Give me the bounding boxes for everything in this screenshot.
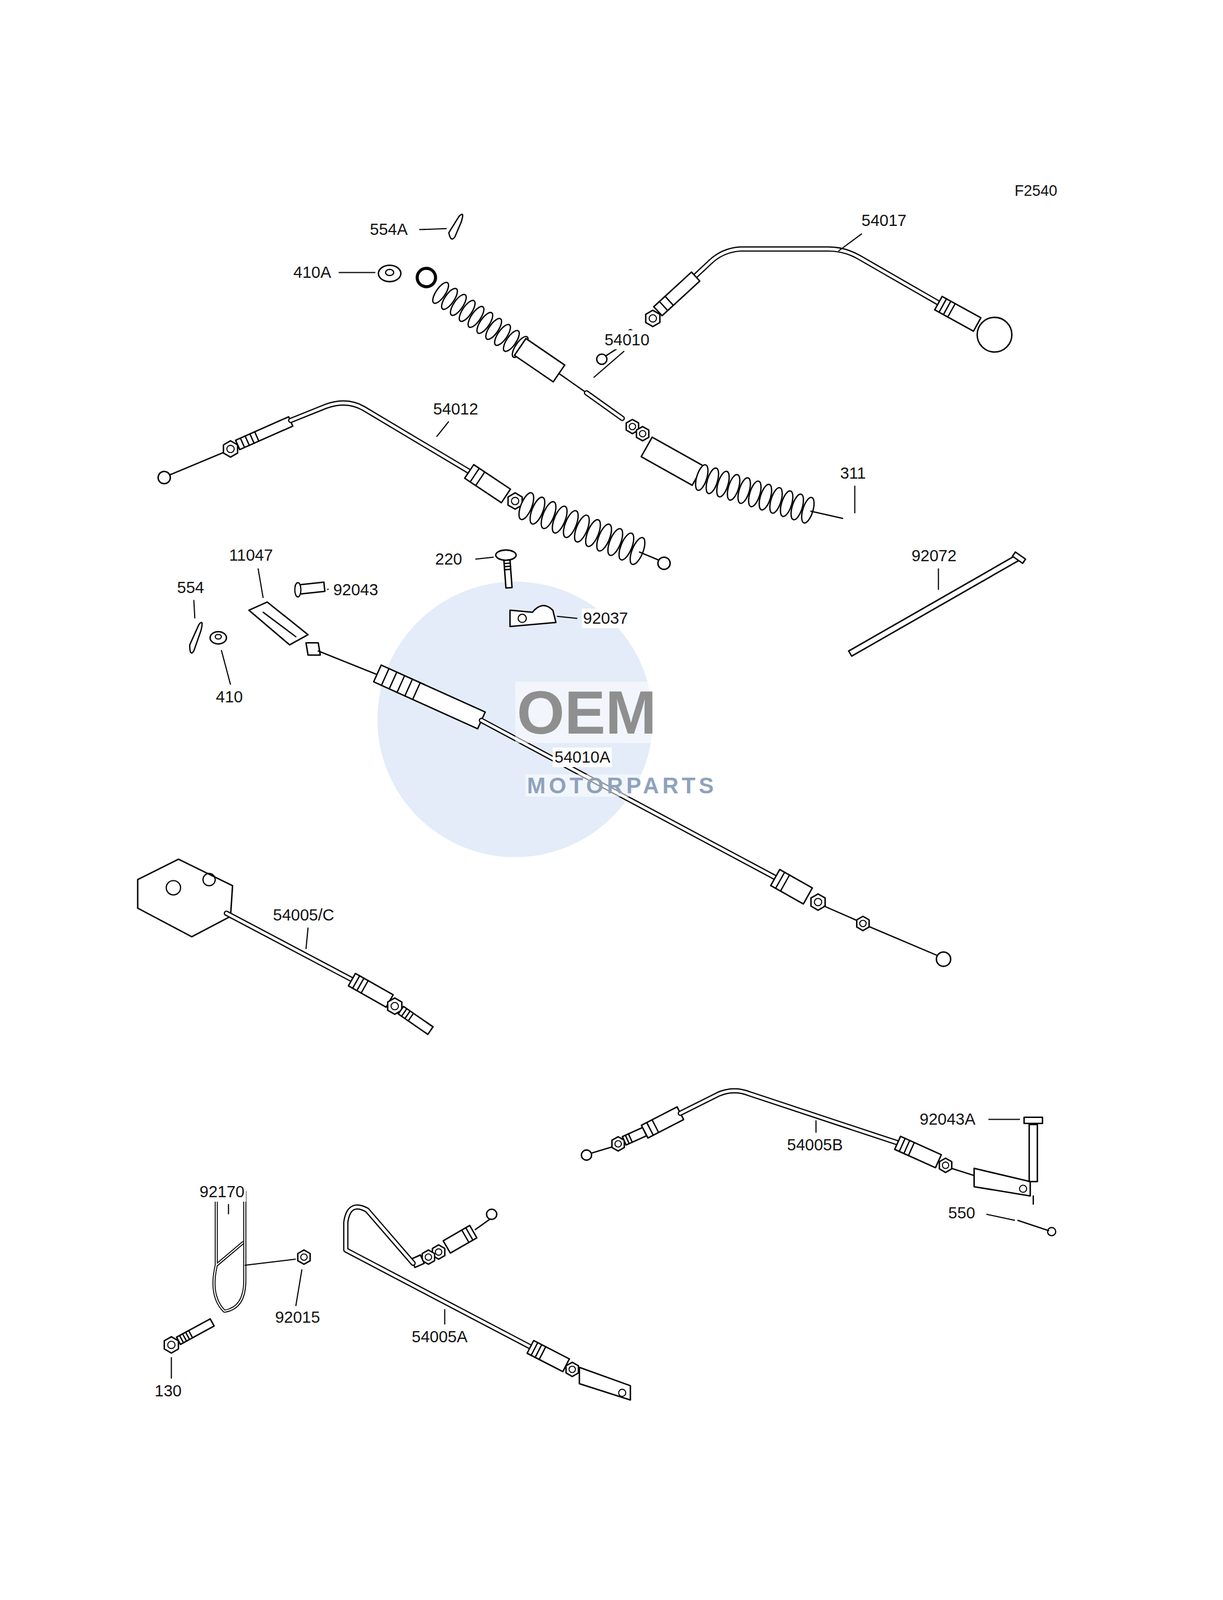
- callout-number: 410A: [291, 262, 333, 283]
- callout-number: 54005/C: [271, 905, 337, 925]
- leader-line: [593, 350, 625, 378]
- callout-number: 410: [214, 687, 245, 707]
- callout-number: 92015: [273, 1307, 322, 1327]
- callout-number: 54010: [602, 330, 652, 350]
- leader-line: [258, 568, 264, 598]
- leader-line: [436, 421, 449, 437]
- callout-number: 554A: [368, 219, 410, 240]
- leader-line: [419, 228, 447, 230]
- callout-number: 54005A: [409, 1326, 470, 1347]
- cable-drawing: [137, 214, 1056, 1400]
- callout-number: 54012: [431, 399, 481, 419]
- callout-number: 220: [433, 549, 464, 569]
- leader-line: [221, 649, 231, 685]
- leader-line: [228, 1203, 230, 1214]
- leader-line: [327, 588, 329, 590]
- leader-line: [557, 616, 578, 619]
- leader-line: [986, 1214, 1015, 1221]
- leader-line: [170, 1356, 172, 1379]
- callout-number: 11047: [227, 545, 275, 565]
- callout-number: 554: [175, 577, 206, 598]
- leader-line: [988, 1118, 1021, 1120]
- leader-line: [194, 600, 196, 619]
- watermark-text: OEM: [515, 681, 659, 743]
- callout-number: 550: [946, 1202, 977, 1223]
- leader-line: [854, 485, 856, 514]
- leader-line: [295, 1268, 302, 1306]
- leader-line: [475, 557, 494, 560]
- leader-line: [244, 1258, 296, 1265]
- leader-line: [838, 233, 862, 251]
- figure-code: F2540: [1012, 181, 1060, 200]
- callout-number: 311: [838, 463, 868, 483]
- watermark-text: MOTORPARTS: [525, 774, 719, 797]
- leader-line: [338, 271, 376, 273]
- callout-number: 54017: [859, 210, 909, 231]
- callout-number: 92037: [581, 608, 631, 628]
- callout-number: 92072: [909, 545, 959, 566]
- leader-line: [443, 1308, 446, 1324]
- callout-number: 92043A: [917, 1109, 978, 1129]
- leader-line: [815, 1119, 817, 1133]
- callout-number: 92043: [331, 579, 380, 600]
- callout-number: 54005B: [785, 1134, 845, 1155]
- callout-number: 130: [152, 1380, 183, 1401]
- leader-line: [306, 927, 309, 949]
- callout-number: 54010A: [552, 747, 612, 767]
- callout-number: 92170: [197, 1181, 247, 1202]
- leader-line: [938, 568, 940, 590]
